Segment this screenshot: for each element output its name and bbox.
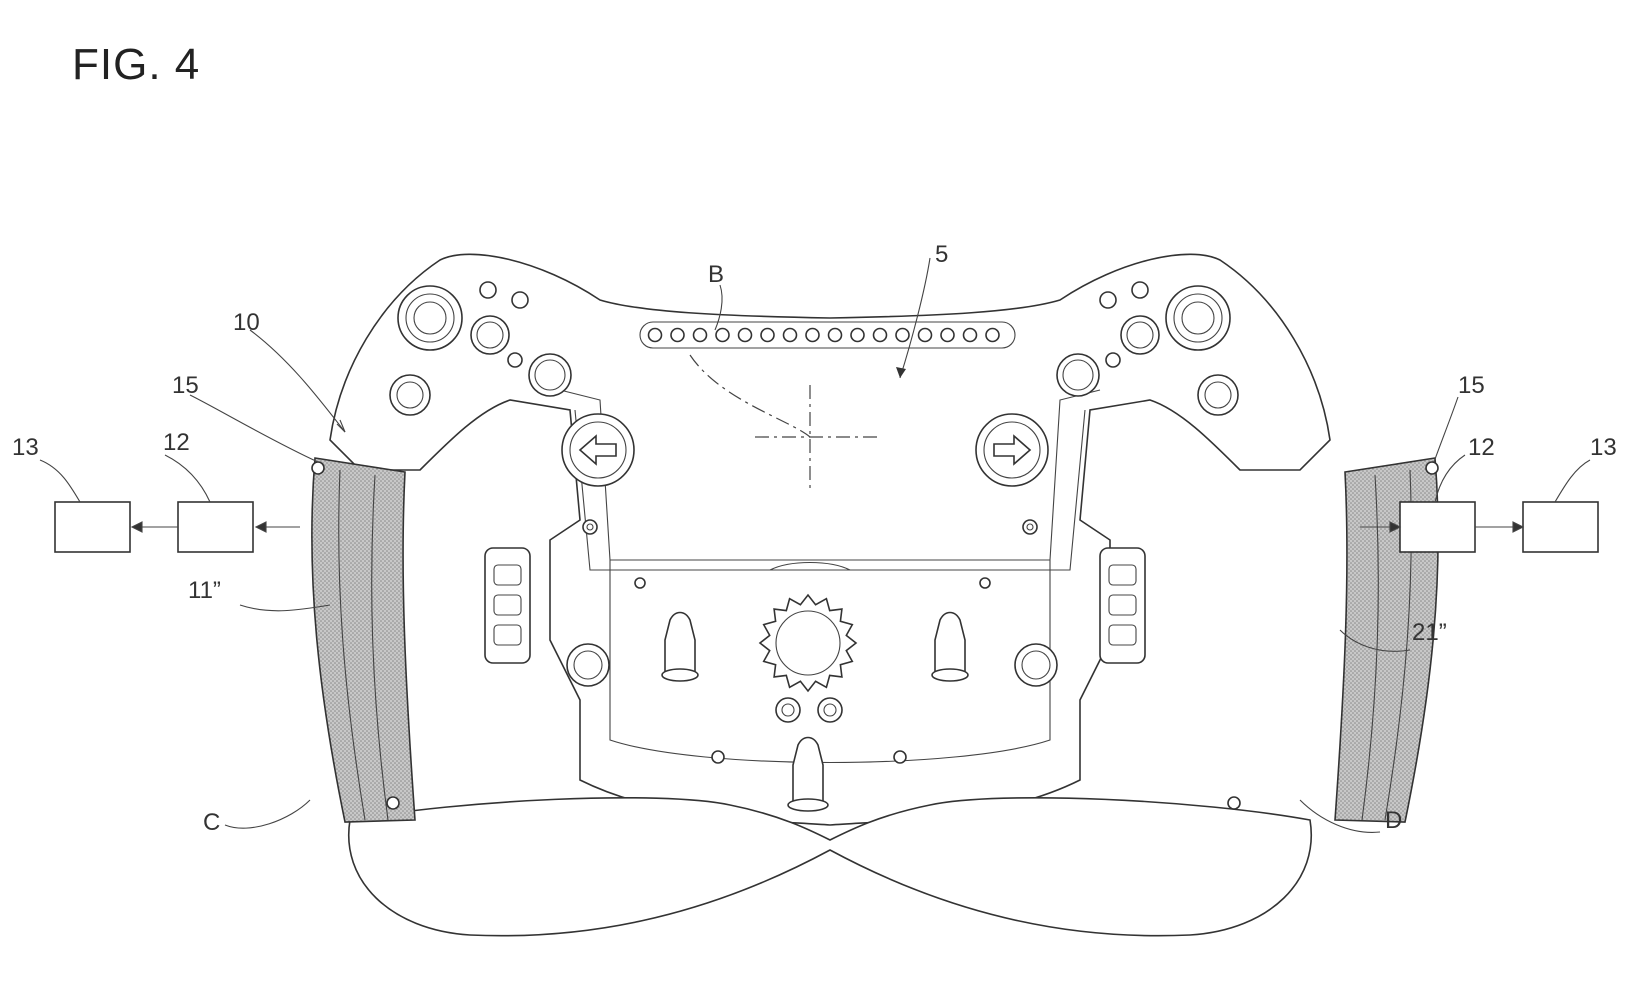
label-right-block-outer: 13 bbox=[1590, 434, 1617, 461]
right-block-inner bbox=[1399, 501, 1476, 553]
label-right-grip: 21” bbox=[1412, 619, 1447, 646]
right-rotary-selector bbox=[931, 611, 969, 682]
right-side-thumbwheel bbox=[1099, 547, 1146, 664]
led-dot bbox=[715, 327, 730, 343]
led-dot bbox=[872, 327, 888, 343]
led-bar bbox=[639, 321, 1016, 349]
left-side-thumbwheel bbox=[484, 547, 531, 664]
center-rotary-selector bbox=[787, 736, 829, 812]
label-left-block-outer: 13 bbox=[12, 434, 39, 461]
led-dot bbox=[782, 327, 798, 343]
right-grip-seam-2 bbox=[1361, 474, 1379, 821]
led-dot bbox=[895, 327, 910, 343]
body-arrow bbox=[896, 367, 906, 378]
left-block-inner bbox=[177, 501, 254, 553]
module-arrow bbox=[336, 419, 346, 433]
left-top-rotary-knob bbox=[397, 285, 463, 351]
left-upper-sensor bbox=[311, 461, 325, 475]
label-right-sensor: 15 bbox=[1458, 372, 1485, 399]
left-lower-sensor bbox=[386, 796, 400, 810]
led-dot bbox=[850, 327, 865, 343]
led-dot bbox=[962, 327, 978, 343]
left-arrow-icon bbox=[561, 413, 635, 487]
left-block-outer bbox=[54, 501, 131, 553]
led-dot bbox=[940, 327, 955, 343]
led-dot bbox=[985, 327, 1000, 343]
lower-grip bbox=[347, 796, 1313, 937]
right-block-outer bbox=[1522, 501, 1599, 553]
gear-icon bbox=[758, 593, 858, 723]
right-lower-sensor bbox=[1227, 796, 1241, 810]
right-top-rotary-knob bbox=[1165, 285, 1231, 351]
label-left-grip: 11” bbox=[188, 577, 221, 604]
led-dot bbox=[827, 327, 843, 343]
label-left-block-inner: 12 bbox=[163, 429, 190, 456]
led-dot bbox=[692, 327, 708, 343]
led-row bbox=[647, 327, 1000, 343]
led-bar-pointer bbox=[689, 354, 811, 438]
left-rotary-selector bbox=[661, 611, 699, 682]
right-buttons bbox=[1056, 281, 1239, 416]
label-main-body: 5 bbox=[935, 241, 948, 268]
label-led-bar: B bbox=[708, 261, 724, 288]
center-panel bbox=[559, 389, 1101, 764]
led-dot bbox=[917, 327, 933, 343]
label-left-module: 10 bbox=[233, 309, 260, 336]
left-grip bbox=[311, 457, 416, 823]
right-upper-sensor bbox=[1425, 461, 1439, 475]
leader-lines bbox=[39, 257, 1591, 833]
upper-panel-border bbox=[574, 409, 1086, 571]
left-grip-seam-2 bbox=[371, 474, 389, 821]
led-dot bbox=[805, 327, 820, 343]
wheel-body-outline bbox=[329, 253, 1331, 826]
led-dot bbox=[737, 327, 753, 343]
label-left-zone: C bbox=[203, 809, 220, 836]
left-buttons bbox=[389, 281, 572, 416]
label-right-zone: D bbox=[1385, 807, 1402, 834]
left-lower-button bbox=[566, 643, 610, 687]
panel-screws bbox=[582, 519, 1038, 764]
right-arrow-icon bbox=[975, 413, 1049, 487]
label-right-block-inner: 12 bbox=[1468, 434, 1495, 461]
center-hub-arc bbox=[769, 561, 851, 571]
signal-connections bbox=[130, 521, 1525, 533]
led-dot bbox=[760, 327, 775, 343]
left-grip-seam bbox=[338, 469, 366, 821]
right-lower-button bbox=[1014, 643, 1058, 687]
led-dot bbox=[647, 327, 663, 343]
led-dot bbox=[670, 327, 685, 343]
label-left-sensor: 15 bbox=[172, 372, 199, 399]
figure-title: FIG. 4 bbox=[72, 40, 201, 89]
